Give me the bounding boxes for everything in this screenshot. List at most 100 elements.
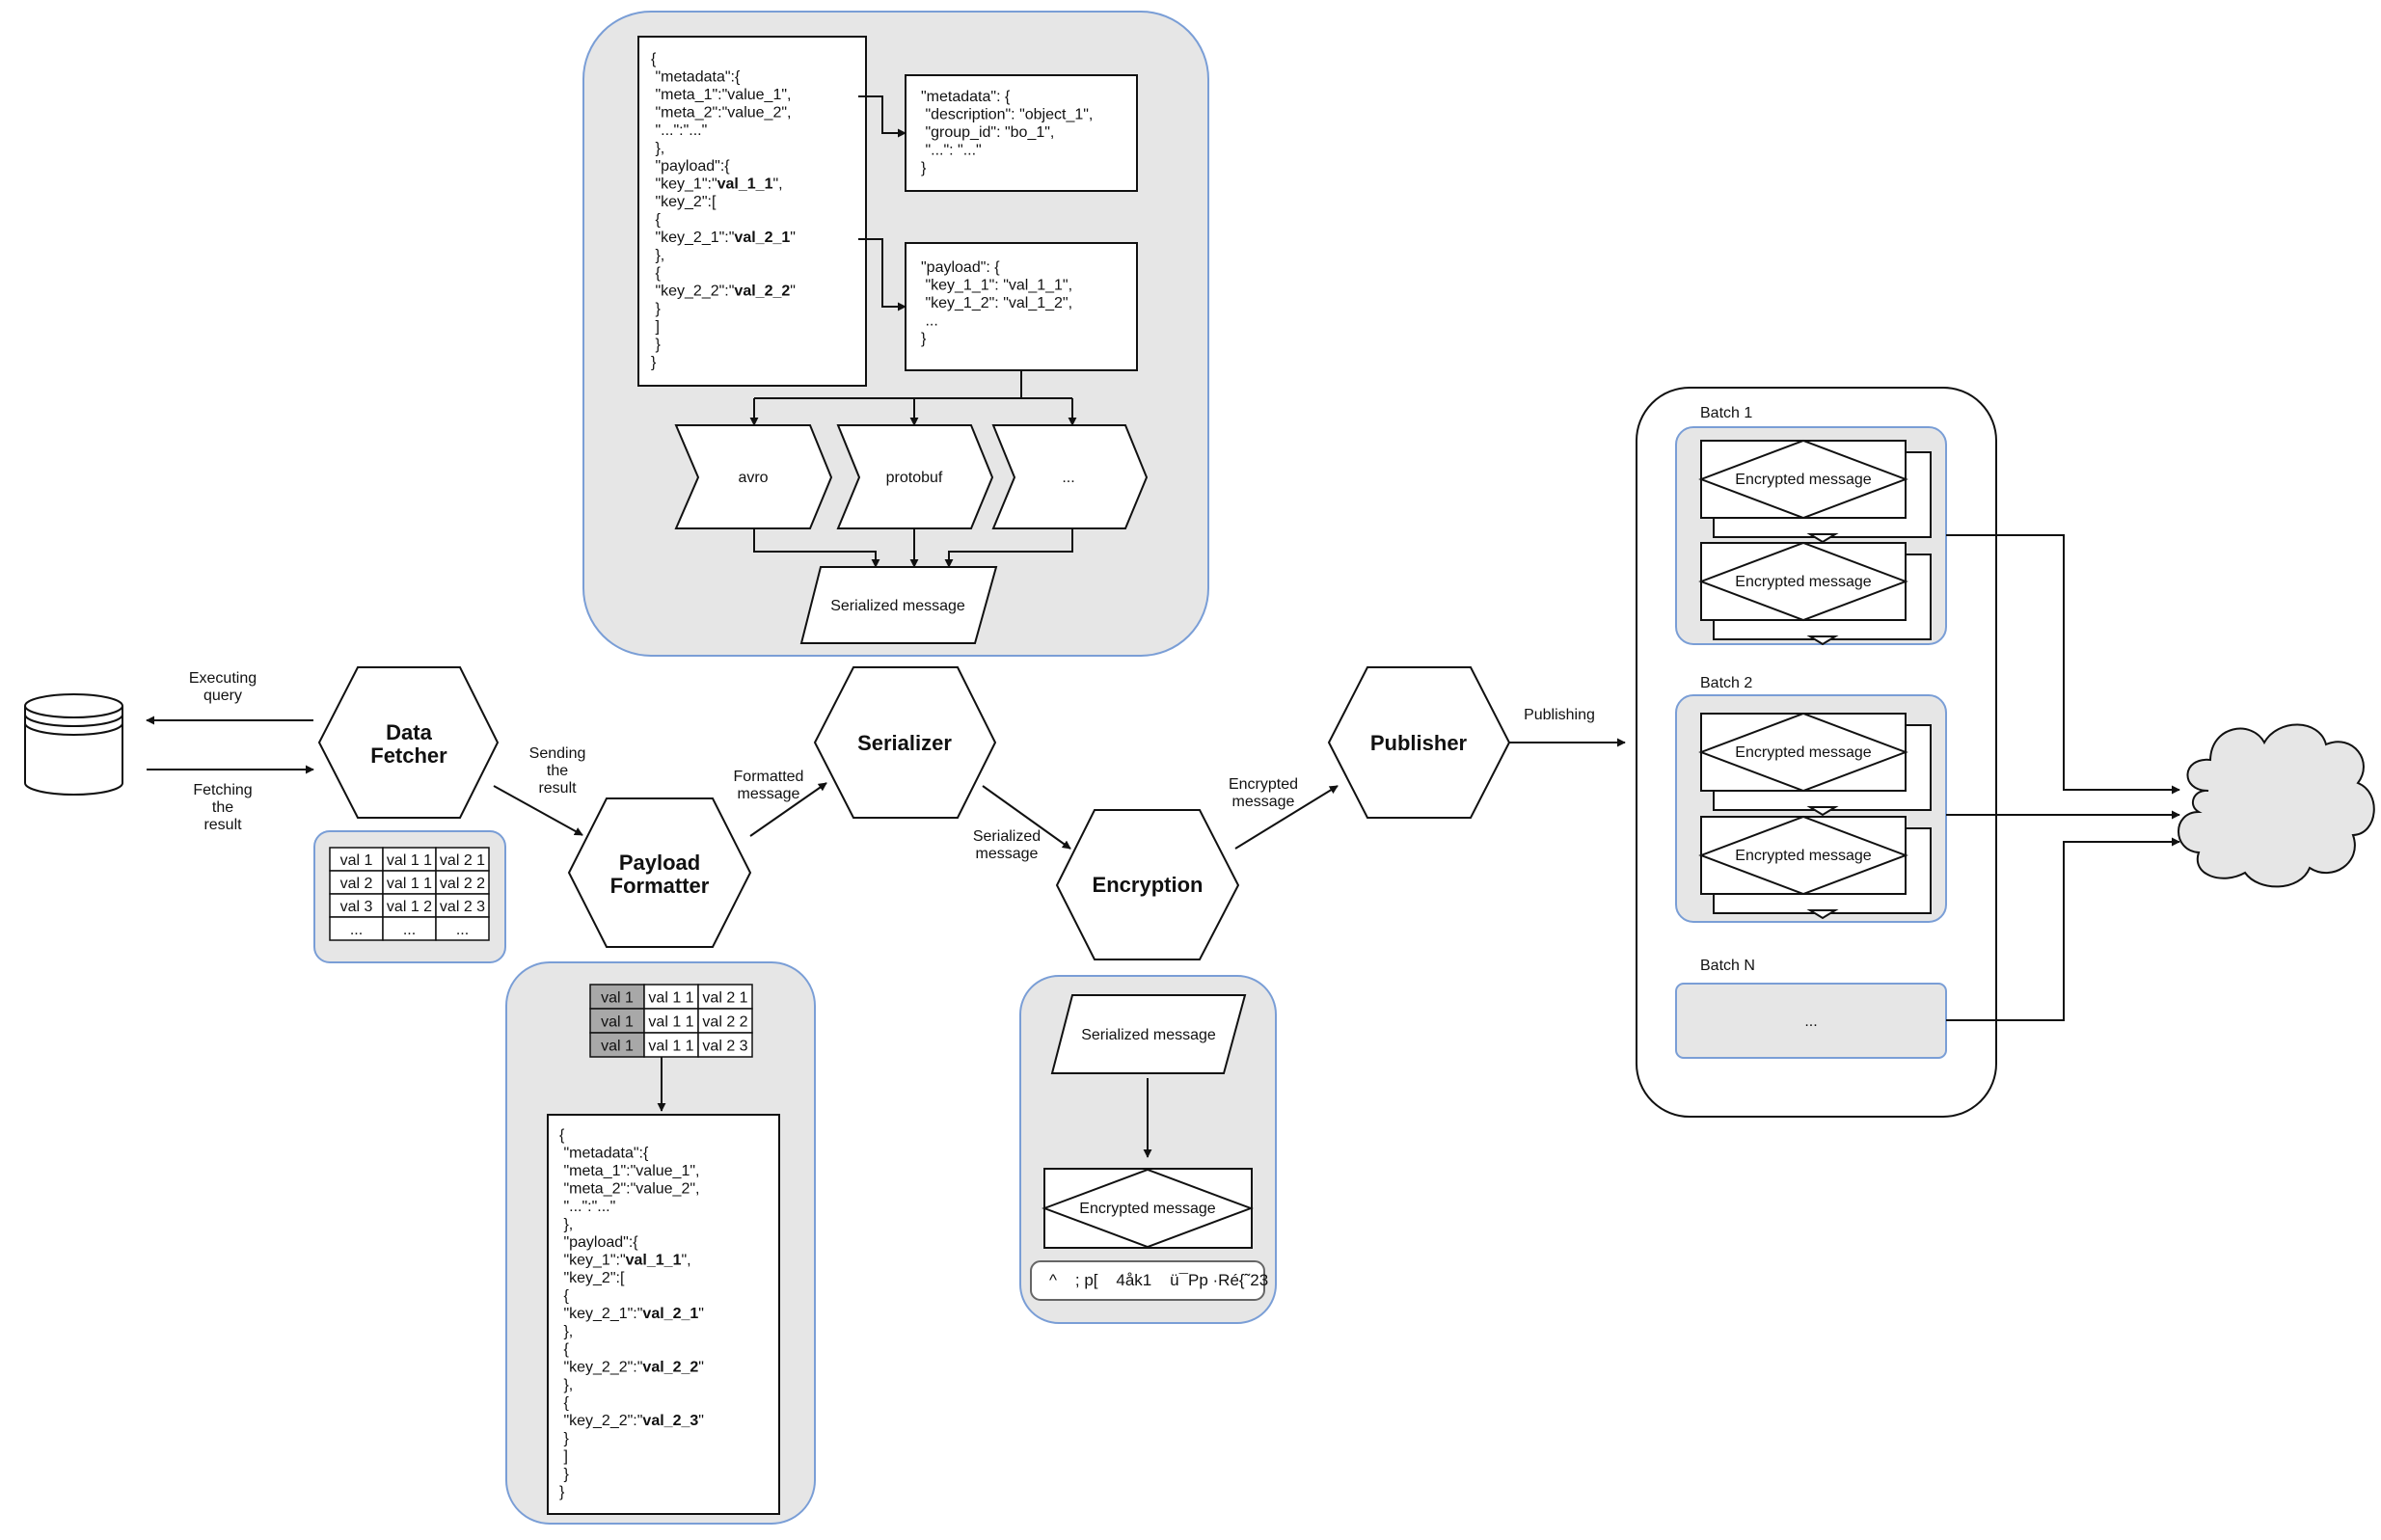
lbl-fetching-line: result: [203, 817, 242, 833]
json-formatter-output-segment: "key_2":[: [559, 1270, 625, 1286]
other-format-label: ...: [1062, 470, 1074, 486]
json-serializer-input-segment: "metadata":{: [651, 69, 741, 86]
formatted-message-arrow: [749, 782, 827, 837]
batch-1-message-2: [1700, 542, 1932, 645]
lbl-executing-line: query: [203, 688, 242, 704]
formatter-output-json: { "metadata":{ "meta_1":"value_1", "meta…: [559, 1127, 704, 1500]
json-payload-line: }: [921, 331, 927, 347]
table-cell: [435, 916, 490, 941]
lbl-serialized-line: message: [976, 846, 1039, 862]
json-formatter-output-segment: val_2_3: [642, 1413, 698, 1429]
json-formatter-output-segment: val_2_1: [642, 1306, 698, 1322]
batch-2-message-1: [1700, 713, 1932, 816]
serialized-message-output: [799, 566, 998, 644]
table-cell-text: val 1: [340, 852, 373, 869]
json-formatter-output-segment: ",: [681, 1253, 690, 1269]
table-cell-text: ...: [403, 922, 416, 938]
json-metadata-line: "description": "object_1",: [921, 107, 1093, 123]
formatter-output-box: [547, 1114, 780, 1515]
table-cell: [329, 916, 384, 941]
serialized-message-arrow: [982, 785, 1071, 850]
json-metadata-line: }: [921, 160, 927, 176]
json-formatter-output-segment: },: [559, 1324, 573, 1340]
json-serializer-input-segment: "key_2_1":": [651, 230, 734, 246]
json-formatter-output-segment: "meta_2":"value_2",: [559, 1181, 699, 1198]
lbl-formatted-line: Formatted: [734, 769, 804, 785]
table-cell: [589, 1032, 645, 1058]
json-formatter-output-segment: "key_2_2":": [559, 1413, 642, 1429]
json-serializer-input-segment: ",: [772, 176, 782, 193]
json-serializer-input-segment: val_2_1: [734, 230, 790, 246]
encrypted-message-arrow: [1234, 785, 1339, 850]
ciphertext: ^ ; p[ 4åk1 ü¯Pp ·Ré{˜23: [1049, 1271, 1268, 1289]
table-cell-text: val 1: [601, 1039, 634, 1055]
json-serializer-input-segment: }: [651, 355, 657, 371]
json-formatter-output-segment: },: [559, 1217, 573, 1233]
avro-format: [674, 424, 833, 529]
json-serializer-input-segment: }: [651, 337, 661, 353]
json-serializer-input-segment: ": [790, 284, 796, 300]
json-payload-line: ...: [921, 313, 938, 330]
batch-1-label: Batch 1: [1700, 405, 1752, 421]
lbl-encrypted-line: message: [1232, 794, 1295, 810]
table-cell: [435, 847, 490, 872]
json-serializer-input-segment: {: [651, 212, 661, 229]
lbl-sending-line: result: [538, 780, 577, 797]
batch-2-label: Batch 2: [1700, 675, 1752, 691]
serializer-label: Serializer: [857, 731, 952, 755]
payload-split-arrow: [858, 238, 906, 311]
table-cell-text: val 2: [340, 876, 373, 892]
json-serializer-input-segment: "key_2":[: [651, 194, 717, 210]
encryption-label: Encryption: [1093, 873, 1204, 897]
batch-1-message-1: [1700, 440, 1932, 543]
table-cell-text: val 1: [601, 1014, 634, 1031]
table-cell-text: val 1: [601, 990, 634, 1007]
json-formatter-output-segment: "metadata":{: [559, 1146, 649, 1162]
payload-formatter-node: [567, 797, 752, 948]
json-formatter-output-segment: "key_2_2":": [559, 1360, 642, 1376]
table-cell-text: val 2 1: [440, 852, 485, 869]
json-serializer-input-segment: ": [790, 230, 796, 246]
table-cell: [643, 984, 699, 1010]
json-serializer-input-segment: },: [651, 248, 664, 264]
table-cell-text: val 2 2: [440, 876, 485, 892]
json-formatter-output-segment: ]: [559, 1448, 568, 1465]
lbl-encrypted-line: Encrypted: [1229, 776, 1298, 793]
table-cell-text: val 1 1: [387, 852, 432, 869]
encrypted-message-box-label: Encrypted message: [1079, 1201, 1216, 1217]
encryption-input-label: Serialized message: [1081, 1027, 1216, 1043]
lbl-sending-line: the: [547, 763, 568, 779]
json-serializer-input-segment: {: [651, 265, 661, 282]
json-formatter-output-segment: ": [698, 1413, 704, 1429]
protobuf-format: [836, 424, 994, 529]
json-serializer-input-segment: val_2_2: [734, 284, 790, 300]
lbl-payload-formatter-line: Payload: [619, 851, 700, 875]
table-cell-text: val 2 3: [702, 1039, 747, 1055]
table-cell-text: ...: [350, 922, 363, 938]
json-metadata-line: "metadata": {: [921, 89, 1011, 105]
table-cell: [435, 870, 490, 895]
batch-n-content: ...: [1804, 1013, 1817, 1030]
json-formatter-output-segment: "...":"...": [559, 1199, 615, 1215]
publishing-label: Publishing: [1524, 707, 1595, 723]
table-cell: [435, 893, 490, 918]
avro-label: avro: [738, 470, 768, 486]
batch-n-to-cloud-arrow: [1946, 837, 2180, 1021]
other-format: [991, 424, 1149, 529]
json-serializer-input-segment: "key_1":": [651, 176, 717, 193]
json-serializer-input-segment: },: [651, 141, 664, 157]
lbl-serialized-line: Serialized: [973, 828, 1041, 845]
json-serializer-input-segment: val_1_1: [717, 176, 773, 193]
table-cell: [697, 1032, 753, 1058]
